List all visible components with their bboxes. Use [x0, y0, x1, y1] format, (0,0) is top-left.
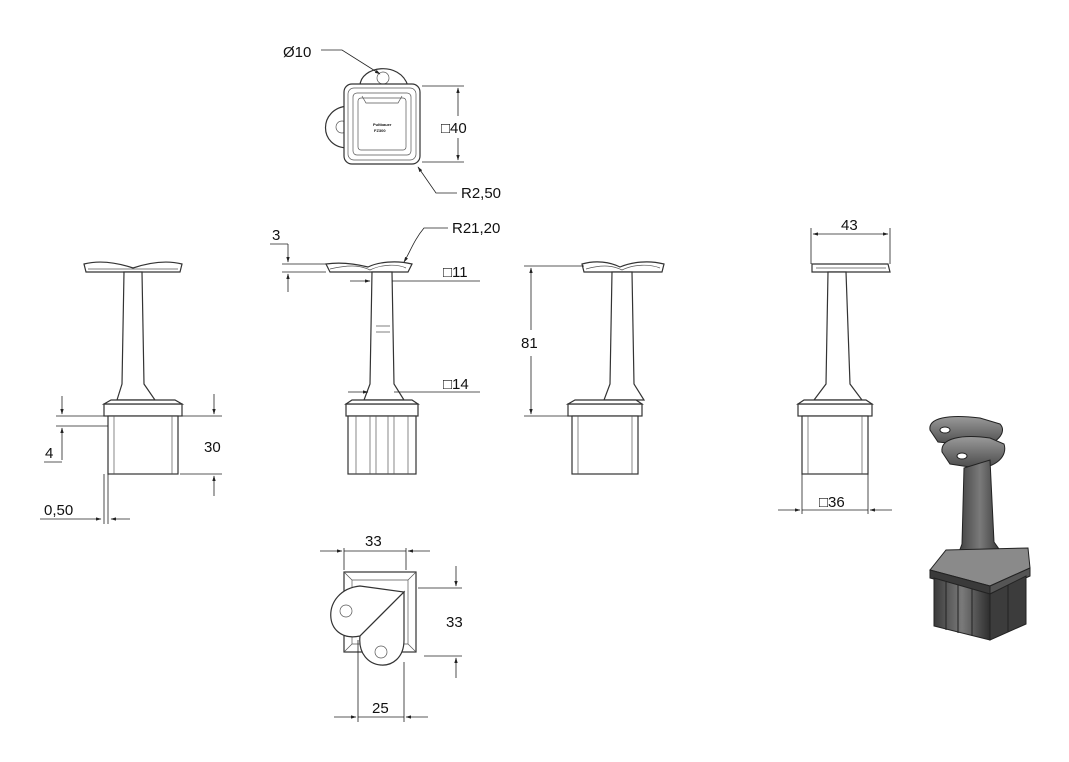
- engraving-line2: FZ300: [374, 128, 386, 133]
- dim-offset-050: 0,50: [44, 502, 73, 519]
- front-view-middle: 81: [521, 261, 665, 475]
- front-view-section: 3 R21,20 □11 □14: [270, 220, 500, 475]
- dim-base-30: 30: [204, 439, 221, 456]
- dim-flange-4: 4: [45, 445, 53, 462]
- isometric-view: [929, 416, 1031, 641]
- dim-square-40: □40: [441, 120, 467, 137]
- front-view-left: 4 30 0,50: [40, 261, 222, 524]
- dim-square-14: □14: [443, 376, 469, 393]
- dim-height-81: 81: [521, 335, 538, 352]
- top-view: Pultbauer FZ300 Ø10 □40 R2,50: [283, 44, 501, 202]
- dim-square-36: □36: [819, 494, 845, 511]
- dim-bottom-25: 25: [372, 700, 389, 717]
- dim-bottom-33-right: 33: [446, 614, 463, 631]
- dim-hole-diameter: Ø10: [283, 44, 311, 61]
- engraving-line1: Pultbauer: [373, 122, 392, 127]
- bottom-view: 33 33 25: [320, 533, 463, 722]
- dim-bottom-33-top: 33: [365, 533, 382, 550]
- dim-cap-3: 3: [272, 227, 280, 244]
- dim-saddle-radius: R21,20: [452, 220, 500, 237]
- dim-square-11: □11: [443, 264, 468, 281]
- dim-width-43: 43: [841, 217, 858, 234]
- side-view: 43 □36: [778, 217, 892, 514]
- dim-fillet-radius: R2,50: [461, 185, 501, 202]
